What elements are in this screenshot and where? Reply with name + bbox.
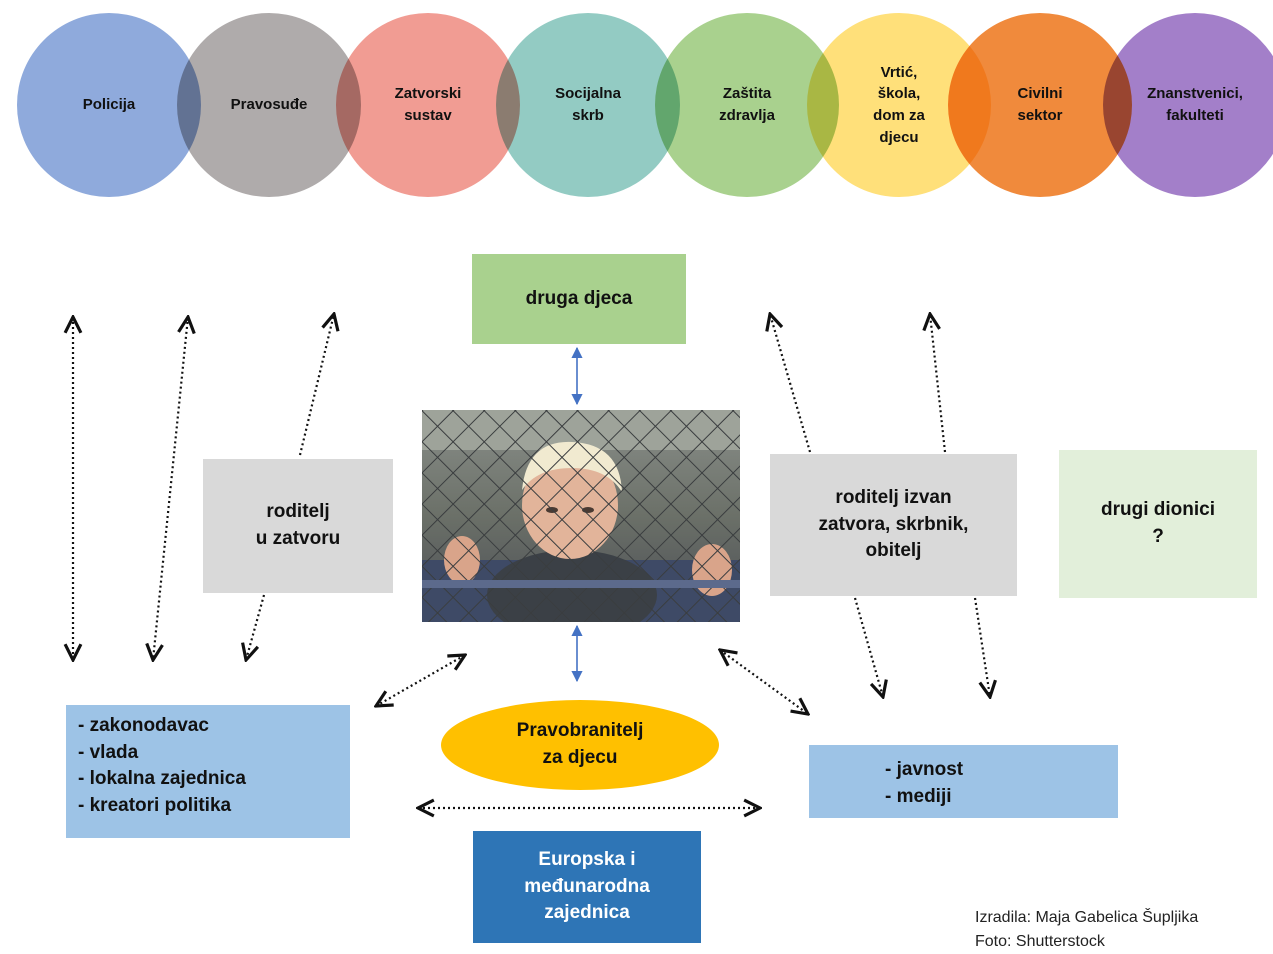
government-list-item: - vlada xyxy=(78,741,139,763)
dotted-arrow-zatvor-down xyxy=(246,594,266,660)
dotted-arrow-zatvor-up xyxy=(298,314,334,456)
circle-label-zastita-zdravlja: Zaštita zdravlja xyxy=(719,85,775,124)
box-druga-djeca: druga djeca xyxy=(472,254,686,344)
box-europska-zajednica: Europska i međunarodna zajednica xyxy=(473,831,701,943)
credits: Izradila: Maja Gabelica Šupljika Foto: S… xyxy=(975,906,1198,954)
circle-policija: Policija xyxy=(17,13,201,197)
box-roditelj-izvan-zatvora-label: roditelj izvan zatvora, skrbnik, obitelj xyxy=(818,487,969,562)
circle-label-znanstvenici: Znanstvenici, fakulteti xyxy=(1147,85,1243,124)
government-list-item: - lokalna zajednica xyxy=(78,768,246,790)
circle-socijalna-skrb: Socijalna skrb xyxy=(496,13,680,197)
government-list: - zakonodavac - vlada - lokalna zajednic… xyxy=(78,713,350,819)
circle-label-socijalna-skrb: Socijalna skrb xyxy=(555,85,621,124)
circle-civilni-sektor: Civilni sektor xyxy=(948,13,1132,197)
public-list-item: - mediji xyxy=(885,785,952,807)
box-government-list: - zakonodavac - vlada - lokalna zajednic… xyxy=(66,705,350,838)
public-list: - javnost - mediji xyxy=(885,757,1118,810)
government-list-item: - kreatori politika xyxy=(78,794,232,816)
ellipse-pravobranitelj: Pravobranitelj za djecu xyxy=(441,700,719,790)
dotted-arrow-obitelj-right-down xyxy=(973,597,990,697)
dotted-arrow-obitelj-left-up xyxy=(770,314,812,453)
public-list-item: - javnost xyxy=(885,759,964,780)
credit-author: Izradila: Maja Gabelica Šupljika xyxy=(975,909,1199,926)
circle-label-civilni-sektor: Civilni sektor xyxy=(1017,85,1063,124)
credit-photo: Foto: Shutterstock xyxy=(975,933,1105,950)
dotted-arrow-pravosude xyxy=(153,317,188,660)
box-europska-zajednica-label: Europska i međunarodna zajednica xyxy=(524,849,650,924)
dotted-arrow-photo-public xyxy=(720,650,808,714)
box-drugi-dionici-label: drugi dionici ? xyxy=(1101,499,1215,547)
circle-pravosude: Pravosuđe xyxy=(177,13,361,197)
box-roditelj-u-zatvoru: roditelj u zatvoru xyxy=(203,459,393,593)
box-roditelj-izvan-zatvora: roditelj izvan zatvora, skrbnik, obitelj xyxy=(770,454,1017,596)
child-behind-fence-photo xyxy=(422,410,740,622)
circle-znanstvenici: Znanstvenici, fakulteti xyxy=(1103,13,1273,197)
circle-label-policija: Policija xyxy=(82,96,136,114)
box-roditelj-u-zatvoru-label: roditelj u zatvoru xyxy=(255,501,341,549)
circle-label-pravosude: Pravosuđe xyxy=(230,96,308,114)
government-list-item: - zakonodavac xyxy=(78,715,209,736)
dotted-arrow-obitelj-left-down xyxy=(853,597,883,697)
box-drugi-dionici: drugi dionici ? xyxy=(1059,450,1257,598)
ellipse-pravobranitelj-label: Pravobranitelj za djecu xyxy=(516,720,644,768)
box-public-list: - javnost - mediji xyxy=(809,745,1118,818)
circle-zatvorski-sustav: Zatvorski sustav xyxy=(336,13,520,197)
circle-label-vrtic-skola: Vrtić, škola, dom za djecu xyxy=(873,63,925,146)
circle-label-zatvorski-sustav: Zatvorski sustav xyxy=(394,85,462,124)
dotted-arrow-obitelj-right-up xyxy=(930,314,947,453)
dotted-arrow-photo-government xyxy=(376,655,465,706)
box-druga-djeca-label: druga djeca xyxy=(525,287,633,309)
